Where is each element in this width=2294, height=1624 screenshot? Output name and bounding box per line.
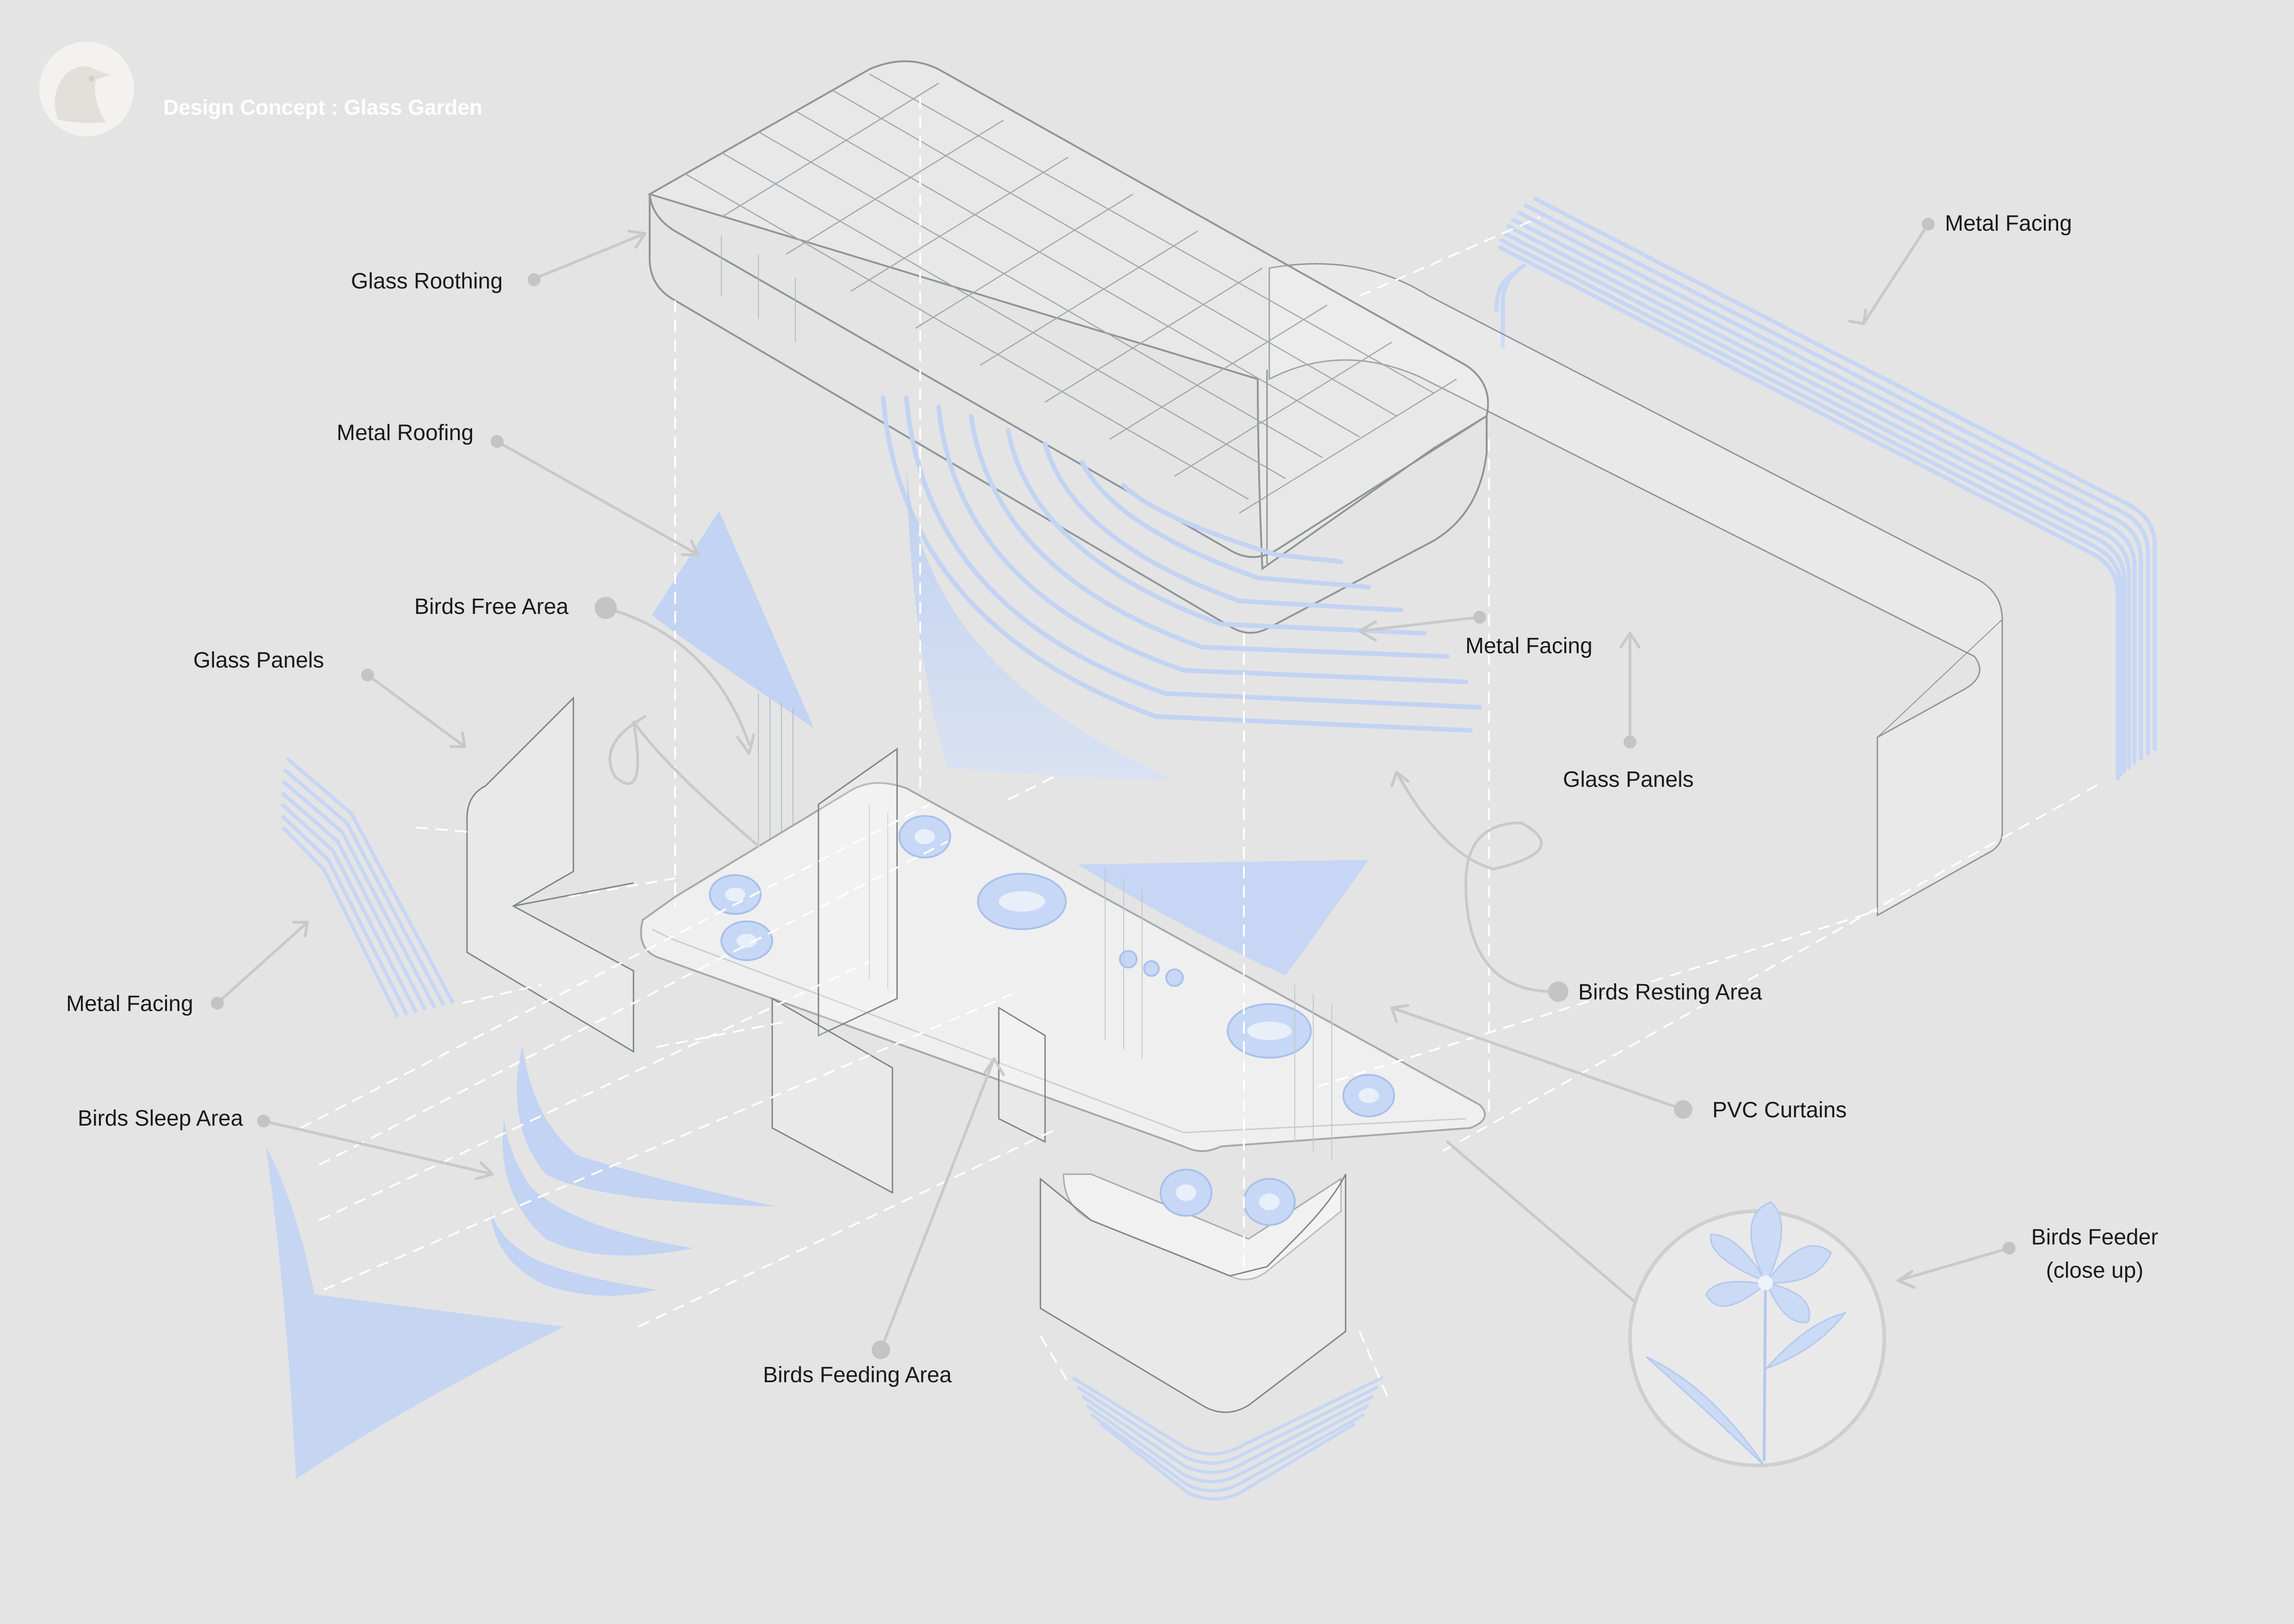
label-metal-facing-center: Metal Facing [1465,634,1593,658]
birds-resting-area-canopy [1077,860,1369,975]
metal-facing-center-fins [881,395,1482,733]
page-title: Design Concept : Glass Garden [163,95,483,119]
projection-lines [300,97,2104,1397]
label-metal-facing-left: Metal Facing [66,992,193,1016]
label-birds-feeder-line2: (close up) [2046,1258,2144,1283]
glass-roof [647,60,1489,634]
label-glass-panels-left: Glass Panels [193,648,324,673]
floor-plate [640,782,1486,1281]
glass-panels-right-box [1268,263,2003,917]
label-glass-panels-right: Glass Panels [1563,767,1694,792]
leader-arrowheads [292,230,1916,1289]
birds-sleep-area-shapes [266,1045,777,1479]
leader-dots [211,218,2016,1359]
label-birds-resting-area: Birds Resting Area [1578,980,1762,1005]
label-birds-feeder-line1: Birds Feeder [2031,1225,2159,1250]
label-metal-roofing: Metal Roofing [337,421,474,445]
label-pvc-curtains: PVC Curtains [1712,1098,1847,1122]
bird-head-icon [39,42,134,136]
leader-lines [216,223,2011,1351]
metal-facing-left-ribbons [281,756,455,1018]
pvc-curtains [869,804,1332,1160]
label-glass-roothing: Glass Roothing [351,269,503,294]
label-metal-facing-top-right: Metal Facing [1945,211,2072,236]
label-birds-feeding-area: Birds Feeding Area [763,1363,952,1387]
flower-icon [1646,1201,1847,1466]
birds-free-area-sail [652,511,814,728]
label-birds-sleep-area: Birds Sleep Area [78,1106,243,1131]
metal-facing-right-ribbons [1494,196,2157,781]
metal-facing-center-blade [906,467,1179,781]
metal-facing-bottom-lines [1072,1376,1384,1501]
label-birds-free-area: Birds Free Area [414,594,569,619]
birds-feeder-closeup [1628,1201,1886,1467]
label-birds-feeder: Birds Feeder (close up) [2025,1224,2164,1284]
glass-panels [466,696,1347,1413]
